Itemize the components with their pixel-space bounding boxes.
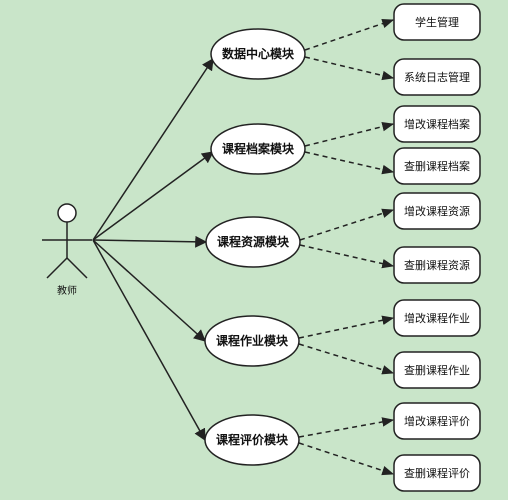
module-course-archive[interactable]: 课程档案模块 [210, 123, 306, 175]
function-student-management[interactable]: 学生管理 [393, 3, 481, 41]
module-label: 课程资源模块 [217, 234, 290, 249]
include-arrow [299, 208, 395, 241]
include-arrow [298, 442, 395, 476]
function-label: 增改课程评价 [404, 414, 470, 428]
module-ellipse [204, 315, 300, 367]
include-arrow [299, 244, 395, 269]
association-line [92, 235, 208, 248]
association-line [92, 239, 206, 442]
include-arrow [304, 18, 395, 51]
actor-left-leg [46, 257, 68, 279]
include-arrow [298, 343, 395, 375]
include-arrow [304, 56, 395, 81]
module-course-resource[interactable]: 课程资源模块 [205, 216, 301, 268]
actor-label: 教师 [57, 284, 77, 297]
function-box [393, 3, 481, 41]
function-query-course-archive[interactable]: 查删课程档案 [393, 147, 481, 185]
function-box [393, 147, 481, 185]
module-ellipse [210, 28, 306, 80]
function-edit-course-evaluation[interactable]: 增改课程评价 [393, 402, 481, 440]
function-label: 查删课程档案 [404, 159, 470, 173]
function-label: 查删课程评价 [404, 466, 470, 480]
function-label: 查删课程资源 [404, 258, 470, 272]
actor-right-leg [66, 257, 88, 279]
function-edit-course-archive[interactable]: 增改课程档案 [393, 105, 481, 143]
function-edit-course-homework[interactable]: 增改课程作业 [393, 299, 481, 337]
module-course-evaluation[interactable]: 课程评价模块 [204, 414, 300, 466]
module-data-center[interactable]: 数据中心模块 [210, 28, 306, 80]
function-box [393, 246, 481, 284]
module-ellipse [210, 123, 306, 175]
association-line [92, 239, 206, 342]
function-box [393, 58, 481, 96]
function-label: 增改课程作业 [404, 311, 470, 325]
include-lines [298, 18, 395, 476]
function-box [393, 351, 481, 389]
module-ellipse [205, 216, 301, 268]
module-label: 课程作业模块 [216, 333, 289, 348]
function-system-log-management[interactable]: 系统日志管理 [393, 58, 481, 96]
module-label: 数据中心模块 [222, 46, 295, 61]
function-label: 查删课程作业 [404, 363, 470, 377]
teacher-actor: 教师 [42, 203, 92, 297]
module-ellipse [204, 414, 300, 466]
function-edit-course-resource[interactable]: 增改课程资源 [393, 192, 481, 230]
function-label: 增改课程资源 [404, 204, 470, 218]
association-line [92, 57, 214, 241]
module-label: 课程档案模块 [222, 141, 295, 156]
function-box [393, 402, 481, 440]
include-arrow [304, 151, 395, 175]
include-arrow [304, 121, 395, 147]
actor-head [57, 203, 77, 223]
function-label: 系统日志管理 [404, 70, 470, 84]
function-box [393, 105, 481, 143]
include-arrow [298, 417, 395, 438]
function-query-course-evaluation[interactable]: 查删课程评价 [393, 454, 481, 492]
function-query-course-resource[interactable]: 查删课程资源 [393, 246, 481, 284]
function-label: 增改课程档案 [404, 117, 470, 131]
function-label: 学生管理 [415, 15, 459, 29]
module-course-homework[interactable]: 课程作业模块 [204, 315, 300, 367]
function-box [393, 299, 481, 337]
association-line [92, 151, 214, 241]
function-query-course-homework[interactable]: 查删课程作业 [393, 351, 481, 389]
association-lines [92, 57, 214, 442]
include-arrow [298, 315, 395, 339]
module-label: 课程评价模块 [216, 432, 289, 447]
function-box [393, 454, 481, 492]
function-box [393, 192, 481, 230]
